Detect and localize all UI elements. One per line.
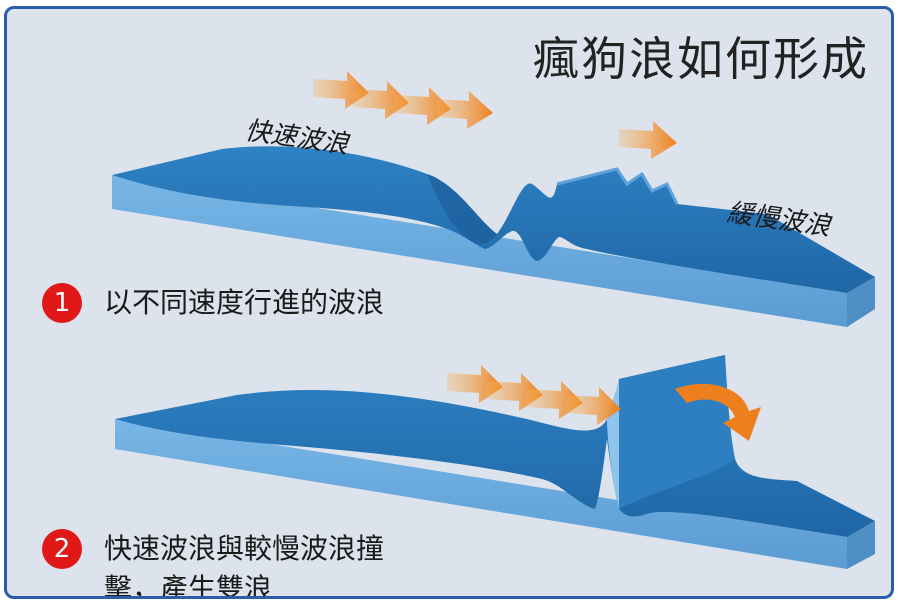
- step-2: 2 快速波浪與較慢波浪撞 擊，產生雙浪: [42, 529, 385, 599]
- step-2-badge: 2: [42, 529, 82, 569]
- diagram-title: 瘋狗浪如何形成: [533, 32, 869, 86]
- curved-arrow-2: [675, 383, 761, 441]
- wave-illustration: [112, 71, 875, 569]
- step-1-badge: 1: [42, 283, 82, 323]
- arrows-fast-2: [447, 365, 621, 425]
- step-2-text-line2: 擊，產生雙浪: [104, 572, 273, 599]
- wave-slab-1: [112, 146, 875, 327]
- arrow-slow-1: [619, 121, 677, 159]
- step-1-text: 以不同速度行進的波浪: [104, 286, 385, 319]
- step-1: 1 以不同速度行進的波浪: [42, 283, 384, 323]
- step-2-text-line1: 快速波浪與較慢波浪撞: [104, 532, 385, 565]
- arrows-fast-1: [313, 71, 493, 129]
- diagram-frame: 瘋狗浪如何形成: [4, 6, 894, 599]
